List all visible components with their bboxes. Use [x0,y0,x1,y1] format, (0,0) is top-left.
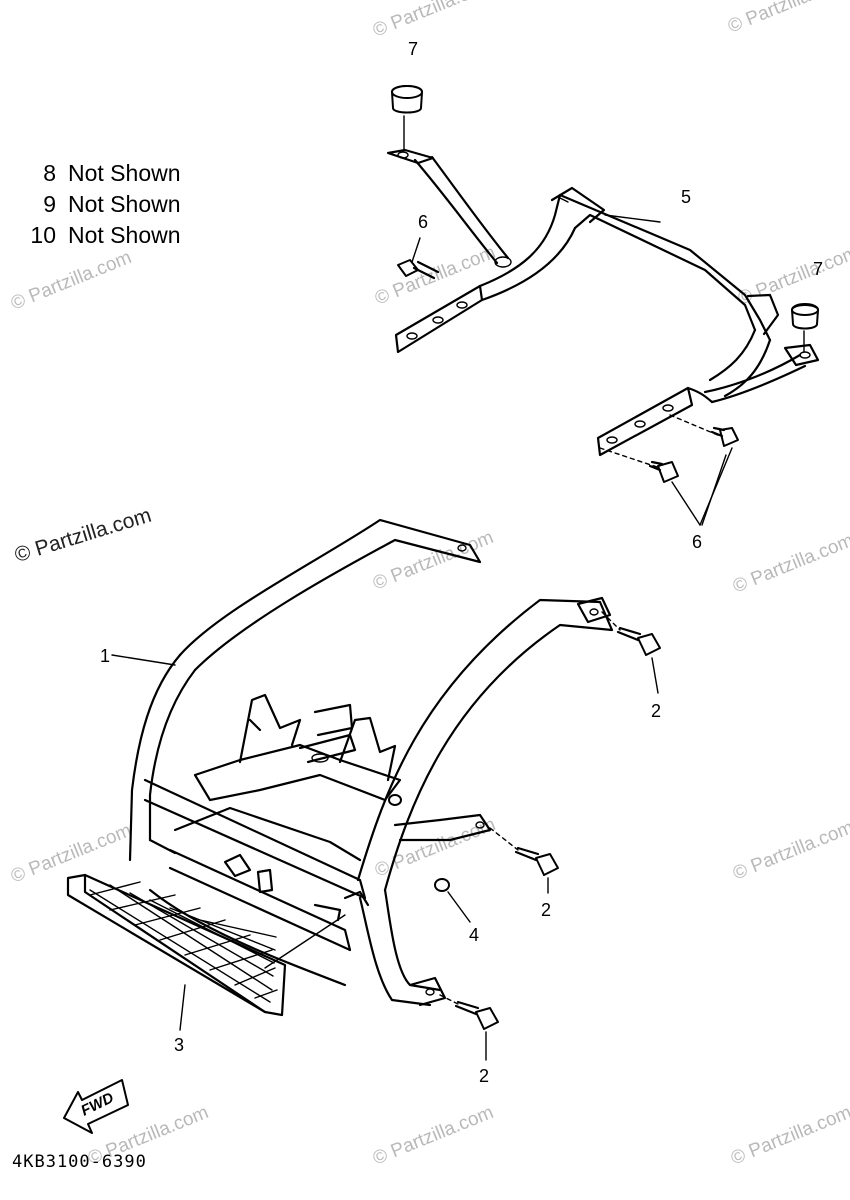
callout-2: 2 [541,900,551,920]
callout-5: 5 [681,187,691,207]
callout-6: 6 [692,532,702,552]
part-note: Not Shown [68,160,181,186]
part-6-bolt [397,237,440,280]
callout-7: 7 [813,259,823,279]
part-4-washer [434,878,471,923]
callout-6: 6 [418,212,428,232]
part-5-rear-guard [386,148,820,457]
part-2-bolt [454,1000,499,1061]
not-shown-item: 8 Not Shown [6,158,206,189]
part-6-bolt [648,460,701,526]
callout-4: 4 [469,925,479,945]
part-number: 9 [43,191,56,217]
part-2-bolt [514,846,559,894]
part-6-bolt [699,426,739,526]
not-shown-item: 9 Not Shown [6,189,206,220]
callout-2: 2 [479,1066,489,1086]
not-shown-item: 10 Not Shown [6,220,206,251]
part-note: Not Shown [68,191,181,217]
part-2-bolt [616,626,661,694]
callout-1: 1 [100,646,110,666]
callout-7: 7 [408,39,418,59]
callout-3: 3 [174,1035,184,1055]
part-number: 8 [43,160,56,186]
part-1-front-guard [128,518,614,1007]
part-7-rubber-cap [791,303,819,353]
part-3-mesh-plate [66,873,346,1017]
part-note: Not Shown [68,222,181,248]
not-shown-list: 8 Not Shown 9 Not Shown 10 Not Shown [6,158,206,251]
part-number: 10 [30,222,56,248]
diagram-code: 4KB3100-6390 [12,1152,147,1172]
callout-2: 2 [651,701,661,721]
fwd-arrow-icon: FWD [63,1079,129,1134]
part-7-rubber-cap [391,85,423,151]
